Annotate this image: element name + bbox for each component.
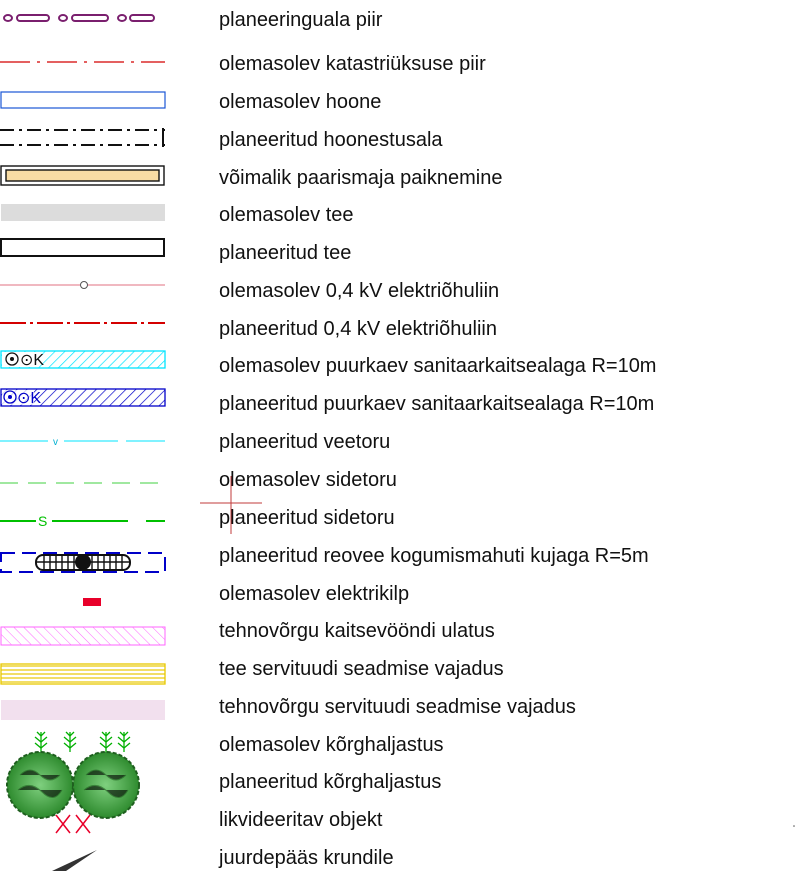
label-planned-borehole: planeeritud puurkaev sanitaarkaitsealaga…	[219, 393, 655, 415]
planning-boundary-symbol	[3, 14, 155, 22]
utility-easement-symbol	[1, 700, 165, 720]
label-existing-road: olemasolev tee	[219, 204, 354, 226]
planned-road-symbol	[0, 238, 165, 257]
existing-road-symbol	[1, 204, 165, 221]
label-utility-easement: tehnovõrgu servituudi seadmise vajadus	[219, 696, 576, 718]
label-water-pipe: planeeritud veetoru	[219, 431, 391, 453]
existing-building-symbol	[0, 91, 166, 109]
label-object-to-remove: likvideeritav objekt	[219, 809, 383, 831]
label-existing-tall-vegetation: olemasolev kõrghaljastus	[219, 734, 444, 756]
label-road-easement: tee servituudi seadmise vajadus	[219, 658, 504, 680]
sewage-tank-symbol	[0, 552, 166, 573]
water-pipe-symbol: v	[0, 437, 165, 448]
building-zone-symbol	[0, 128, 165, 147]
label-twin-house: võimalik paarismaja paiknemine	[219, 167, 503, 189]
label-utility-protection-zone: tehnovõrgu kaitsevööndi ulatus	[219, 620, 495, 642]
crosshair-cursor	[200, 476, 262, 534]
existing-power-line-symbol	[0, 281, 165, 289]
planned-tall-vegetation-symbol	[6, 751, 140, 819]
label-planned-power-line: planeeritud 0,4 kV elektriõhuliin	[219, 318, 497, 340]
label-planned-comm-pipe: planeeritud sidetoru	[219, 507, 395, 529]
label-existing-comm-pipe: olemasolev sidetoru	[219, 469, 397, 491]
label-existing-power-line: olemasolev 0,4 kV elektriõhuliin	[219, 280, 500, 302]
twin-house-symbol	[0, 165, 165, 186]
planned-borehole-tag: ⊙K	[17, 390, 41, 407]
label-planned-road: planeeritud tee	[219, 242, 352, 264]
water-pipe-tag: v	[53, 437, 58, 448]
label-planning-boundary: planeeringuala piir	[219, 9, 383, 31]
planned-comm-pipe-symbol: S	[0, 513, 165, 529]
label-sewage-tank: planeeritud reovee kogumismahuti kujaga …	[219, 545, 649, 567]
label-electric-cabinet: olemasolev elektrikilp	[219, 583, 410, 605]
stray-dot	[793, 825, 795, 827]
existing-borehole-tag: ⊙K	[20, 352, 44, 369]
label-planned-tall-vegetation: planeeritud kõrghaljastus	[219, 771, 442, 793]
existing-borehole-symbol: ⊙K	[0, 350, 166, 369]
electric-cabinet-symbol	[83, 598, 101, 606]
planned-borehole-symbol: ⊙K	[0, 388, 166, 407]
planned-comm-pipe-tag: S	[38, 513, 47, 529]
plot-access-symbol	[52, 850, 97, 871]
utility-protection-zone-symbol	[0, 626, 166, 646]
label-existing-building: olemasolev hoone	[219, 91, 382, 113]
existing-tall-vegetation-symbol	[34, 731, 131, 752]
road-easement-symbol	[0, 663, 166, 685]
label-plot-access: juurdepääs krundile	[219, 847, 394, 869]
label-building-zone: planeeritud hoonestusala	[219, 129, 443, 151]
label-existing-borehole: olemasolev puurkaev sanitaarkaitsealaga …	[219, 355, 657, 377]
label-cadastral-boundary: olemasolev katastriüksuse piir	[219, 53, 486, 75]
object-to-remove-symbol	[55, 814, 91, 834]
